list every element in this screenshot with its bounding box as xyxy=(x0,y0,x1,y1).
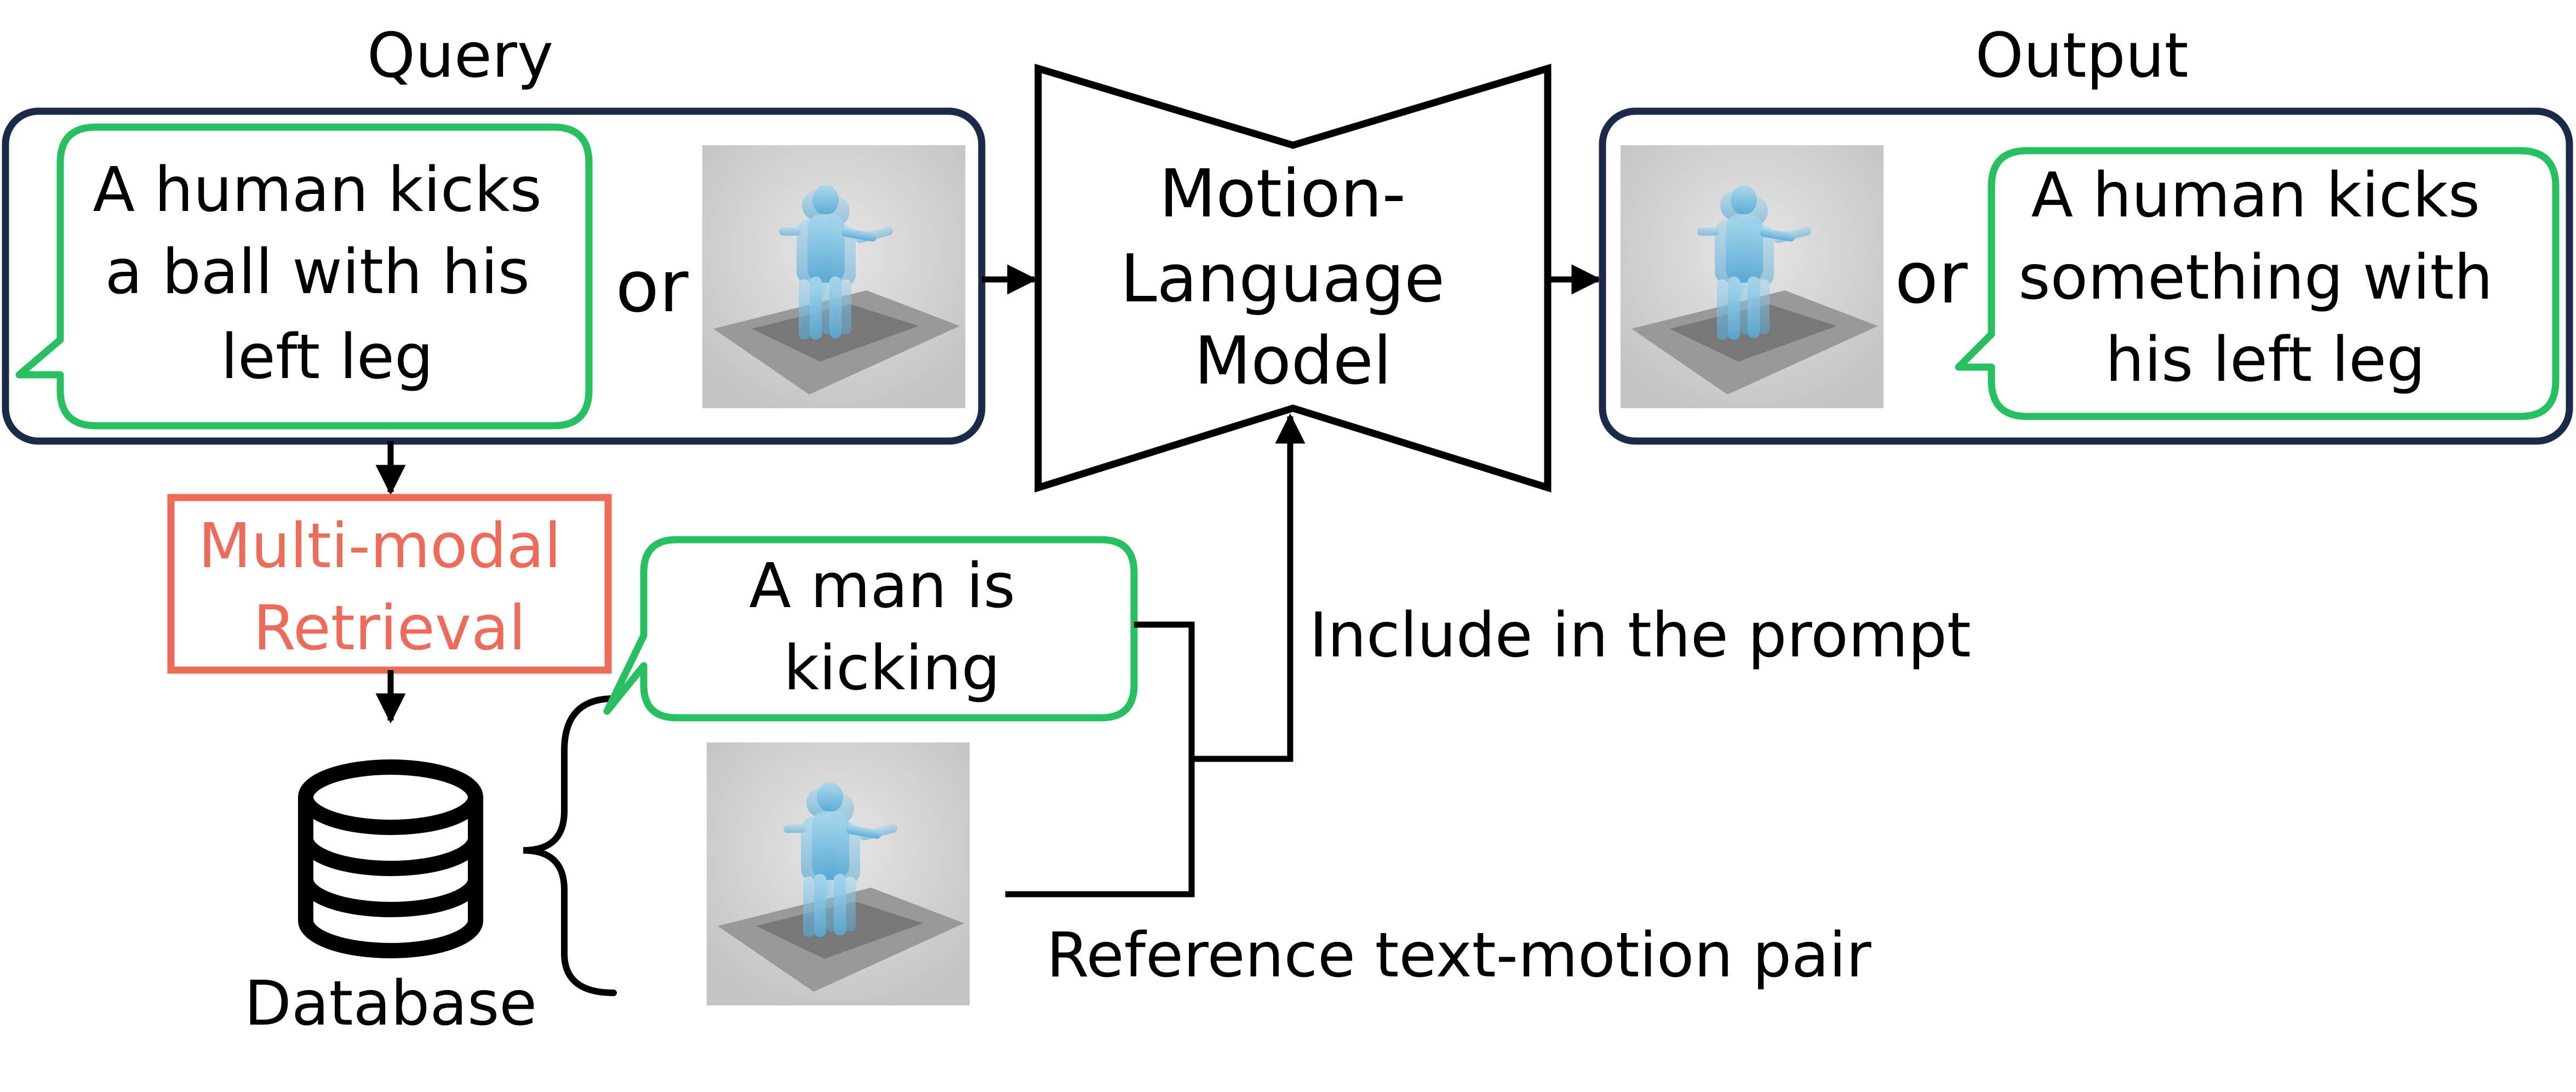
query-box xyxy=(2,107,986,445)
query-text-line: a ball with his xyxy=(105,237,529,308)
connector-bubble xyxy=(1134,621,1195,759)
reference-motion-image xyxy=(707,742,970,1005)
query-text: A human kicks a ball with his left leg xyxy=(93,155,562,393)
model-hourglass xyxy=(1034,64,1552,493)
reference-text-line: kicking xyxy=(783,633,1000,704)
output-or-label: or xyxy=(1895,236,1968,319)
model-label-line: Model xyxy=(1194,323,1392,399)
retrieval-label-line: Multi-modal xyxy=(198,511,562,582)
output-motion-image xyxy=(1621,145,1884,408)
output-box xyxy=(1599,107,2573,445)
prompt-label: Include in the prompt xyxy=(1309,600,1971,671)
retrieval-label-line: Retrieval xyxy=(253,593,526,664)
query-or-label: or xyxy=(616,245,689,328)
reference-pair-label: Reference text-motion pair xyxy=(1046,920,1872,991)
model-label-line: Language xyxy=(1120,241,1445,317)
reference-speech-bubble xyxy=(603,536,1138,722)
output-title: Output xyxy=(1975,20,2188,92)
retrieval-label: Multi-modal Retrieval xyxy=(198,511,581,664)
output-text-line: something with xyxy=(2018,242,2493,313)
model-label-line: Motion- xyxy=(1159,156,1406,232)
arrow-prompt-to-model xyxy=(1192,413,1306,762)
database-icon xyxy=(298,759,483,958)
output-speech-bubble xyxy=(1955,147,2560,420)
model-label: Motion- Language Model xyxy=(1120,156,1466,399)
database-brace xyxy=(523,695,617,996)
database-label: Database xyxy=(244,968,537,1039)
query-motion-image xyxy=(702,145,965,408)
connector-image xyxy=(1005,759,1195,897)
query-text-line: A human kicks xyxy=(93,155,542,226)
query-title: Query xyxy=(367,20,553,92)
query-text-line: left leg xyxy=(221,322,433,393)
output-text-line: A human kicks xyxy=(2031,160,2480,231)
reference-text-line: A man is xyxy=(749,551,1015,622)
reference-text: A man is kicking xyxy=(749,551,1035,704)
output-text: A human kicks something with his left le… xyxy=(2018,160,2512,396)
output-text-line: his left leg xyxy=(2105,324,2425,396)
query-speech-bubble xyxy=(15,123,593,430)
